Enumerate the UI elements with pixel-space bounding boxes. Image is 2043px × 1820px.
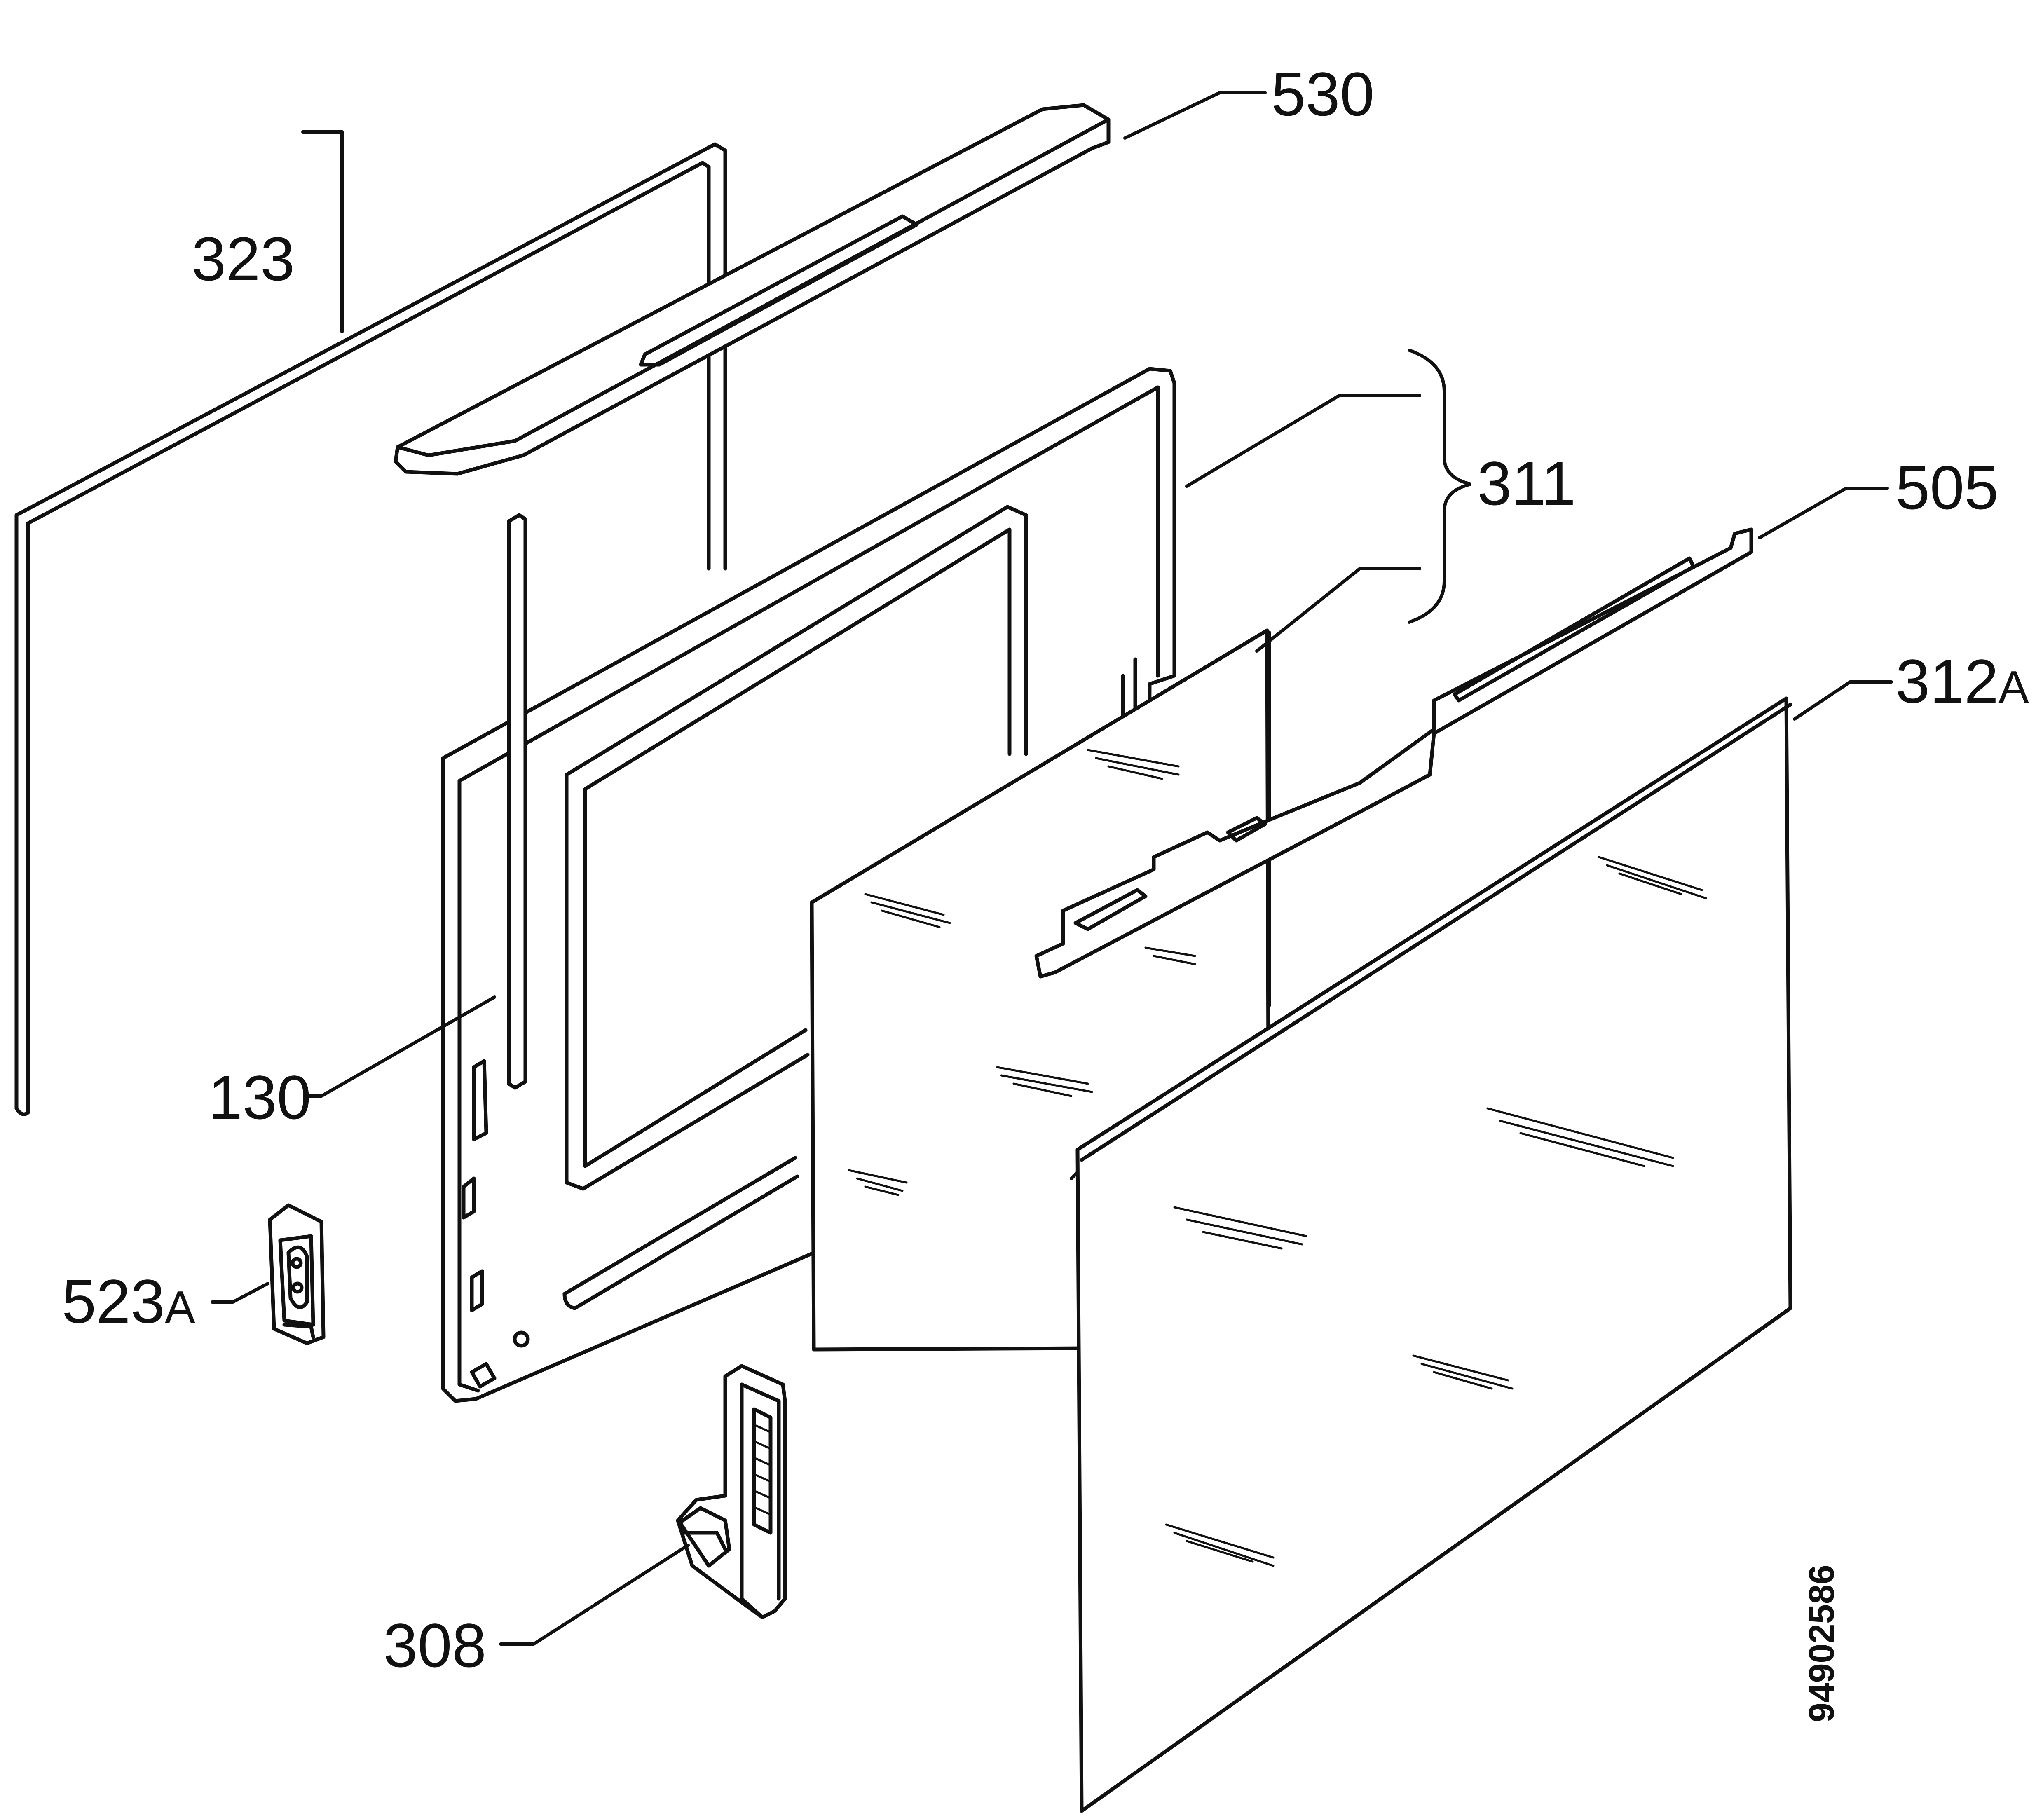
- part-530-top-deflector: [394, 103, 1111, 476]
- leader-311-lower: [1255, 567, 1421, 653]
- leader-308: [499, 1544, 690, 1646]
- part-312a-outer-glass: [1075, 696, 1792, 1813]
- label-523a: 523A: [62, 1267, 195, 1336]
- leader-505: [1758, 487, 1889, 539]
- part-308-hinge: [676, 1364, 787, 1619]
- leader-530: [1123, 91, 1267, 140]
- part-523a-bracket: [268, 1203, 326, 1345]
- part-130-insulation-strip: [507, 513, 527, 1090]
- document-number: 94902586: [1802, 1565, 1842, 1722]
- brace-311: [1408, 349, 1471, 624]
- label-312a: 312A: [1895, 646, 2029, 716]
- label-130: 130: [208, 1063, 311, 1132]
- leader-523a: [211, 1282, 269, 1304]
- leader-312a: [1793, 680, 1893, 721]
- leader-311-upper: [1185, 394, 1421, 488]
- label-311: 311: [1477, 449, 1576, 518]
- leader-lines: [211, 91, 1893, 1646]
- leader-312a-panel: [1070, 1171, 1079, 1180]
- leader-130: [320, 995, 496, 1098]
- label-505: 505: [1895, 453, 1998, 522]
- label-308: 308: [383, 1611, 486, 1680]
- part-505-rail: [1034, 527, 1753, 979]
- label-530: 530: [1271, 59, 1374, 129]
- label-323: 323: [192, 224, 295, 293]
